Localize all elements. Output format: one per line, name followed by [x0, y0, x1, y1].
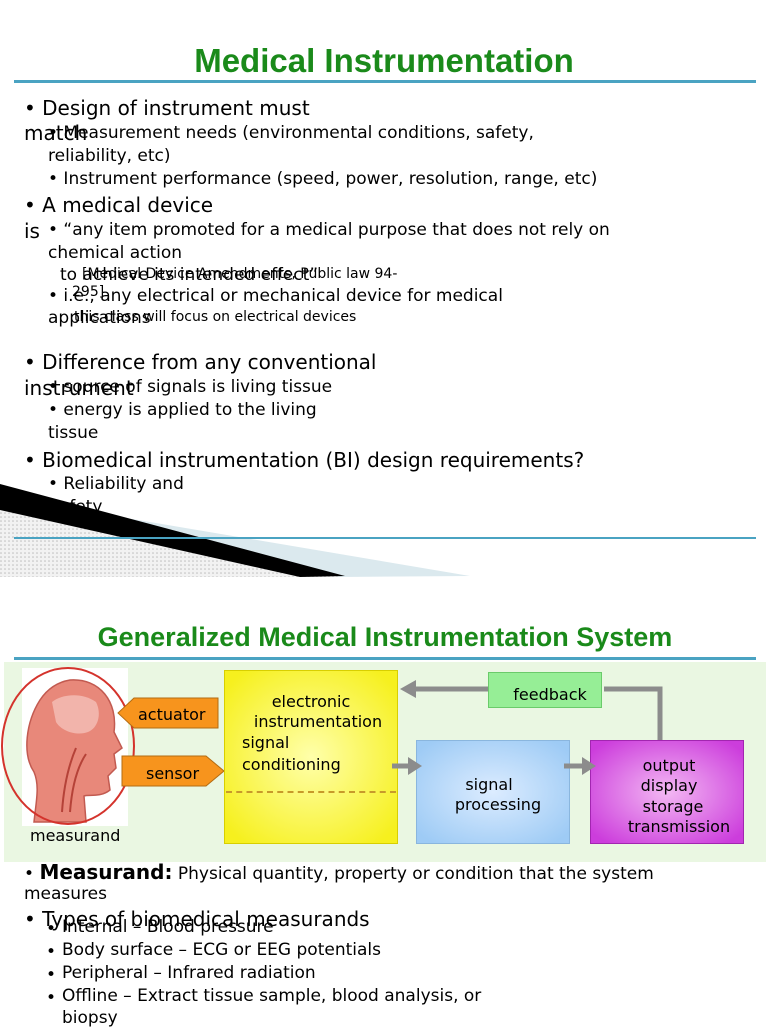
slide-2-title: Generalized Medical Instrumentation Syst…: [97, 622, 673, 652]
sub-any-item-cont: chemical action: [48, 243, 183, 263]
output-label-2: display: [640, 776, 698, 795]
note-public-law: [Medical Device Amendments, Public law 9…: [82, 266, 398, 282]
sub-measurement-needs: • Measurement needs (environmental condi…: [48, 123, 534, 143]
definition-text: Physical quantity, property or condition…: [172, 864, 654, 884]
slide-1-title: Medical Instrumentation: [194, 42, 574, 79]
signal-processing-box: [416, 740, 570, 844]
type-body-surface: Body surface – ECG or EEG potentials: [62, 940, 381, 960]
sub-energy-applied: • energy is applied to the living: [48, 400, 317, 420]
sub-instrument-performance: • Instrument performance (speed, power, …: [48, 169, 598, 189]
note-public-law-cont: 295]: [72, 284, 105, 300]
actuator-label: actuator: [138, 705, 206, 724]
sub-reliability: • Reliability and: [48, 474, 184, 494]
type-offline: Offline – Extract tissue sample, blood a…: [62, 986, 482, 1006]
definition-term: Measurand:: [39, 860, 173, 884]
bullet-types: • Types of biomedical measurands: [24, 907, 370, 931]
actuator-arrow: [117, 697, 219, 729]
sub-any-item: • “any item promoted for a medical purpo…: [48, 220, 610, 240]
measurand-definition: • Measurand: Physical quantity, property…: [24, 860, 654, 884]
sub-energy-applied-cont: tissue: [48, 423, 99, 443]
type-offline-cont: biopsy: [62, 1008, 118, 1028]
feedback-box: [488, 672, 602, 708]
output-label-1: output: [642, 756, 696, 775]
title-rule: [14, 80, 756, 83]
electronic-label-1: electronic: [271, 692, 351, 711]
feedback-label: feedback: [513, 685, 587, 704]
type-dot-4: •: [46, 988, 57, 1008]
type-peripheral: Peripheral – Infrared radiation: [62, 963, 316, 983]
measurand-label: measurand: [30, 826, 121, 845]
conditioning-label-1: signal: [242, 733, 290, 752]
type-dot-1: •: [46, 919, 57, 939]
sub-any-item-cont2: to achieve its intended effect”: [60, 265, 319, 285]
conditioning-label-2: conditioning: [242, 755, 341, 774]
sensor-arrow: [121, 755, 225, 787]
processing-label-2: processing: [454, 795, 542, 814]
measurand-definition-cont: measures: [24, 884, 107, 904]
note-electrical-devices: this class will focus on electrical devi…: [74, 309, 357, 325]
output-label-3: storage: [642, 797, 704, 816]
bullet-bi-design: • Biomedical instrumentation (BI) design…: [24, 448, 585, 472]
sub-ie-electrical-cont: applications: [48, 308, 151, 328]
bullet-medical-device-cont: is: [24, 219, 40, 243]
sub-measurement-needs-cont: reliability, etc): [48, 146, 171, 166]
bullet-difference: • Difference from any conventional: [24, 350, 377, 374]
bottom-rule: [14, 537, 756, 539]
bullet-difference-cont: instrument: [24, 376, 134, 400]
human-head-anatomy-icon: [1, 667, 135, 826]
output-box: [590, 740, 744, 844]
type-internal: Internal – Blood pressure: [62, 917, 274, 937]
bullet-medical-device: • A medical device: [24, 193, 214, 217]
processing-label-1: signal: [465, 775, 513, 794]
bullet-design: • Design of instrument must: [24, 96, 310, 120]
electronic-label-2: instrumentation: [253, 712, 383, 731]
definition-bullet: •: [24, 864, 35, 884]
type-dot-2: •: [46, 942, 57, 962]
dashed-divider: [226, 791, 396, 793]
electronic-instrumentation-box: [224, 670, 398, 844]
sub-ie-electrical: • i.e., any electrical or mechanical dev…: [48, 286, 503, 306]
output-label-4: transmission: [627, 817, 731, 836]
sub-source-signals: • source of signals is living tissue: [48, 377, 333, 397]
bullet-design-cont: match: [24, 121, 88, 145]
title-rule-2: [14, 657, 756, 660]
sensor-label: sensor: [146, 764, 200, 783]
type-dot-3: •: [46, 965, 57, 985]
decorative-swoosh: [0, 484, 470, 577]
diagram-arrows: [392, 680, 663, 775]
